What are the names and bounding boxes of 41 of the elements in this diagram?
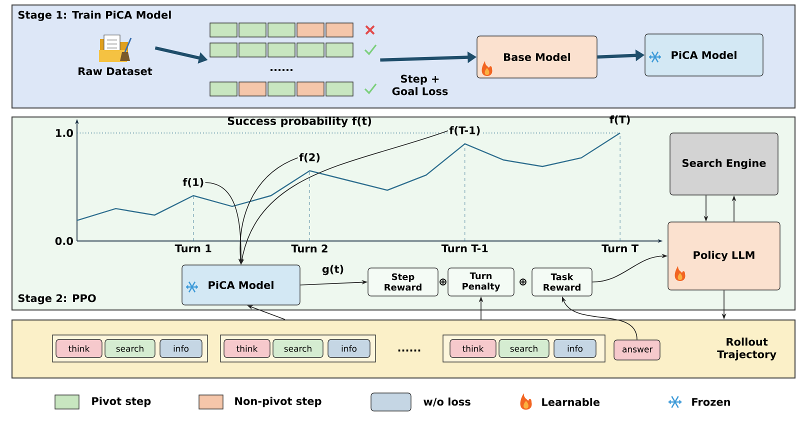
plus-symbol: ⊕ (520, 278, 526, 286)
point-label: f(T) (610, 115, 630, 125)
reward-box: Task Reward (532, 268, 592, 296)
point-label: f(T-1) (448, 125, 482, 136)
reward-box: Step Reward (368, 268, 438, 296)
search-tag: search (498, 339, 550, 358)
think-tag: think (450, 339, 496, 358)
info-tag: info (160, 339, 202, 358)
think-tag: think (224, 339, 270, 358)
legend-text: Frozen (692, 398, 730, 406)
info-tag: info (328, 339, 370, 358)
edge-label: g(t) (322, 264, 344, 276)
x-tick-label: Turn 2 (291, 244, 328, 252)
edge-label: Step + Goal Loss (392, 74, 448, 96)
answer-tag: answer (614, 340, 660, 360)
info-tag: info (554, 339, 596, 358)
engine-box: Search Engine (670, 132, 778, 196)
legend-text: Learnable (542, 398, 600, 406)
y-tick-label: 0.0 (55, 237, 73, 245)
legend-text: Pivot step (92, 396, 151, 408)
legend-text: Non-pivot step (235, 396, 322, 408)
dataset-label: Raw Dataset (78, 67, 152, 76)
plus-symbol: ⊕ (440, 278, 446, 286)
chart-title: Success probability f(t) (228, 116, 372, 128)
ellipsis: ...... (270, 69, 292, 71)
point-label: f(1) (182, 176, 206, 188)
reward-box: Turn Penalty (448, 268, 514, 296)
y-tick-label: 1.0 (56, 129, 73, 137)
model-box: Base Model (476, 36, 598, 78)
point-label: f(2) (298, 152, 322, 164)
search-tag: search (104, 339, 156, 358)
x-tick-label: Turn T-1 (441, 244, 488, 252)
model-box: PiCA Model (644, 34, 764, 76)
x-tick-label: Turn 1 (174, 244, 212, 252)
x-tick-label: Turn T (602, 244, 638, 252)
model-box: PiCA Model (182, 264, 300, 306)
legend-text: w/o loss (424, 398, 470, 406)
think-tag: think (56, 339, 102, 358)
policy-box: Policy LLM (668, 222, 780, 290)
search-tag: search (272, 339, 324, 358)
ellipsis: ...... (398, 350, 420, 352)
